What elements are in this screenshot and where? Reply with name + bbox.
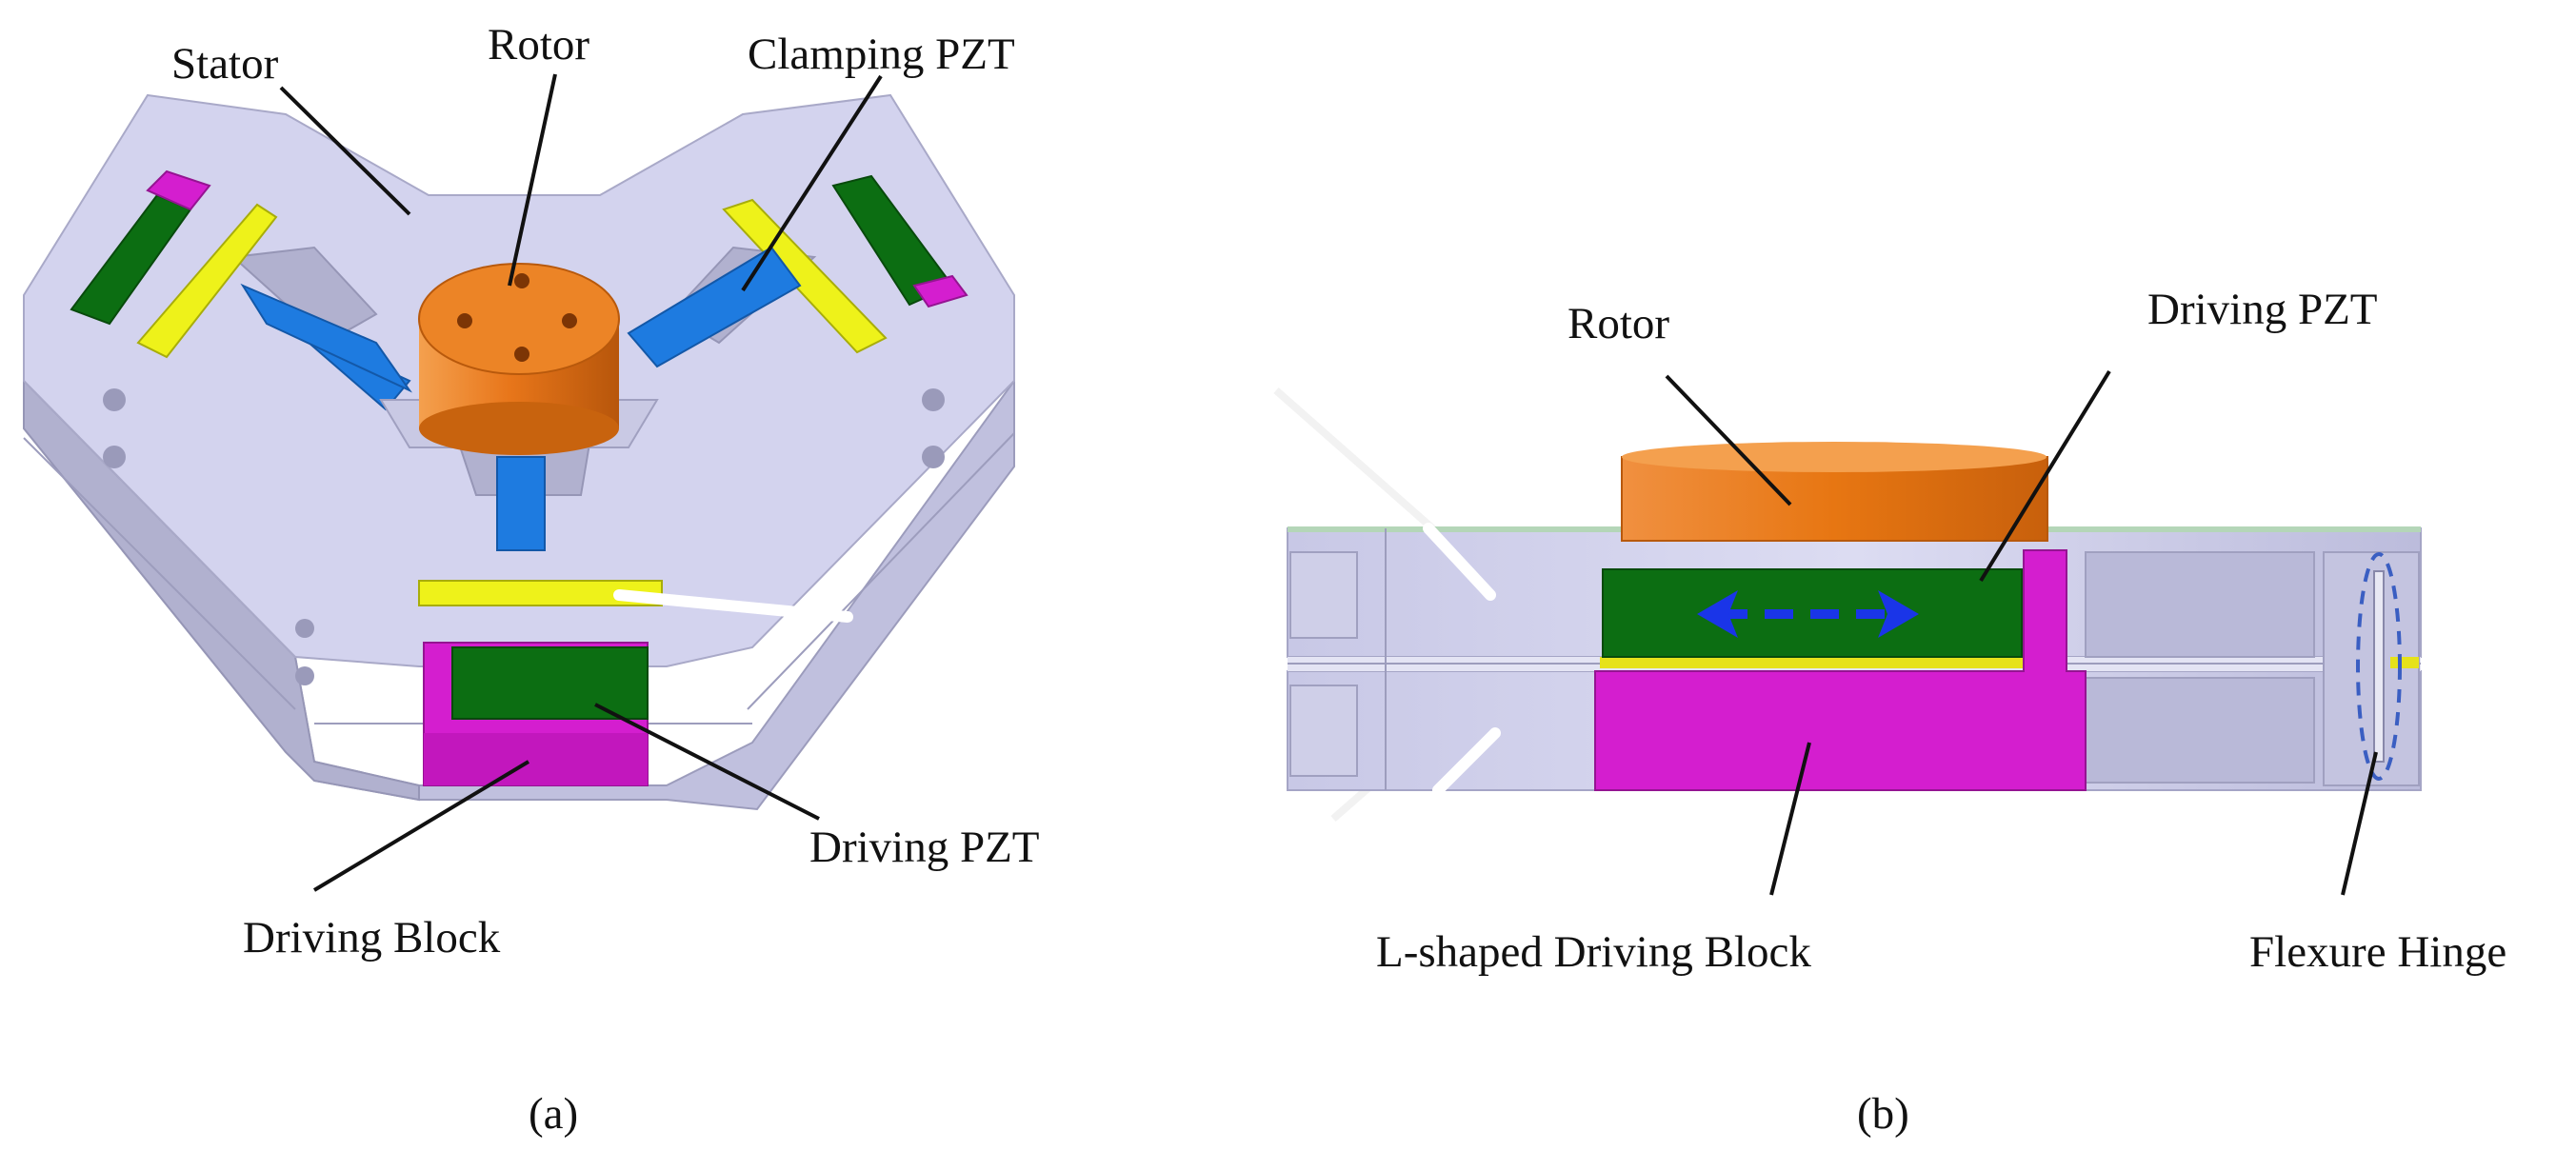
label-rotor-a: Rotor [488,20,589,69]
rotor-b [1621,442,2048,542]
leader-rotor-a [508,73,557,287]
leader-stator [279,86,411,216]
flexure-hinge [2373,570,2385,763]
label-driving-pzt-a: Driving PZT [809,823,1040,872]
clamping-pzt-right [627,246,802,368]
label-rotor-b: Rotor [1568,299,1669,348]
rotor-hole [457,313,472,328]
bolt-hole [922,446,945,468]
rotor [379,263,659,455]
white-leader-b1 [1423,523,1496,601]
clamping-plate-left [136,203,278,359]
label-driving-pzt-b: Driving PZT [2147,285,2378,334]
driving-block-left [146,169,211,211]
driving-pzt-bottom [451,646,649,720]
leader-l-block [1769,742,1811,896]
white-leader-a [613,589,853,623]
clamping-pzt-left-body [240,283,412,393]
rotor-hole [562,313,577,328]
leader-clamping-pzt [741,74,883,292]
bolt-hole [295,666,314,685]
motion-arrow [1697,590,1919,638]
driving-block-right [912,274,968,308]
white-leader-b2 [1432,727,1501,796]
driving-block-bottom-face [424,733,648,785]
clamping-pzt-bottom [496,456,546,551]
label-l-shaped-driving-block: L-shaped Driving Block [1376,927,1811,977]
leader-driving-pzt-a [594,703,820,821]
flexure-hinge-marker [2356,552,2402,781]
caption-b: (b) [1857,1089,1909,1139]
panel-a: Stator Rotor Clamping PZT Driving PZT Dr… [23,20,1040,1139]
leader-driving-pzt-b [1979,369,2111,583]
l-shaped-driving-block [1594,549,2087,791]
label-flexure-hinge: Flexure Hinge [2249,927,2506,977]
leader-rotor-b [1665,374,1792,506]
caption-a: (a) [529,1089,578,1139]
label-driving-block: Driving Block [243,913,501,963]
leader-driving-block [312,760,530,892]
bolt-hole [103,388,126,411]
bolt-hole [295,619,314,638]
bolt-hole [103,446,126,468]
label-stator: Stator [171,39,279,89]
clamping-plate-right [722,198,888,354]
clamping-strip-b [1600,657,2033,668]
rotor-hole [514,273,529,288]
panel-b: Rotor Driving PZT L-shaped Driving Block… [1273,285,2506,1139]
bolt-hole [922,388,945,411]
clamping-strip-b-right [2390,657,2419,668]
leader-flexure-hinge [2341,751,2378,896]
label-clamping-pzt: Clamping PZT [748,30,1015,79]
rotor-hole [514,347,529,362]
shadow-stroke [1273,387,1441,536]
